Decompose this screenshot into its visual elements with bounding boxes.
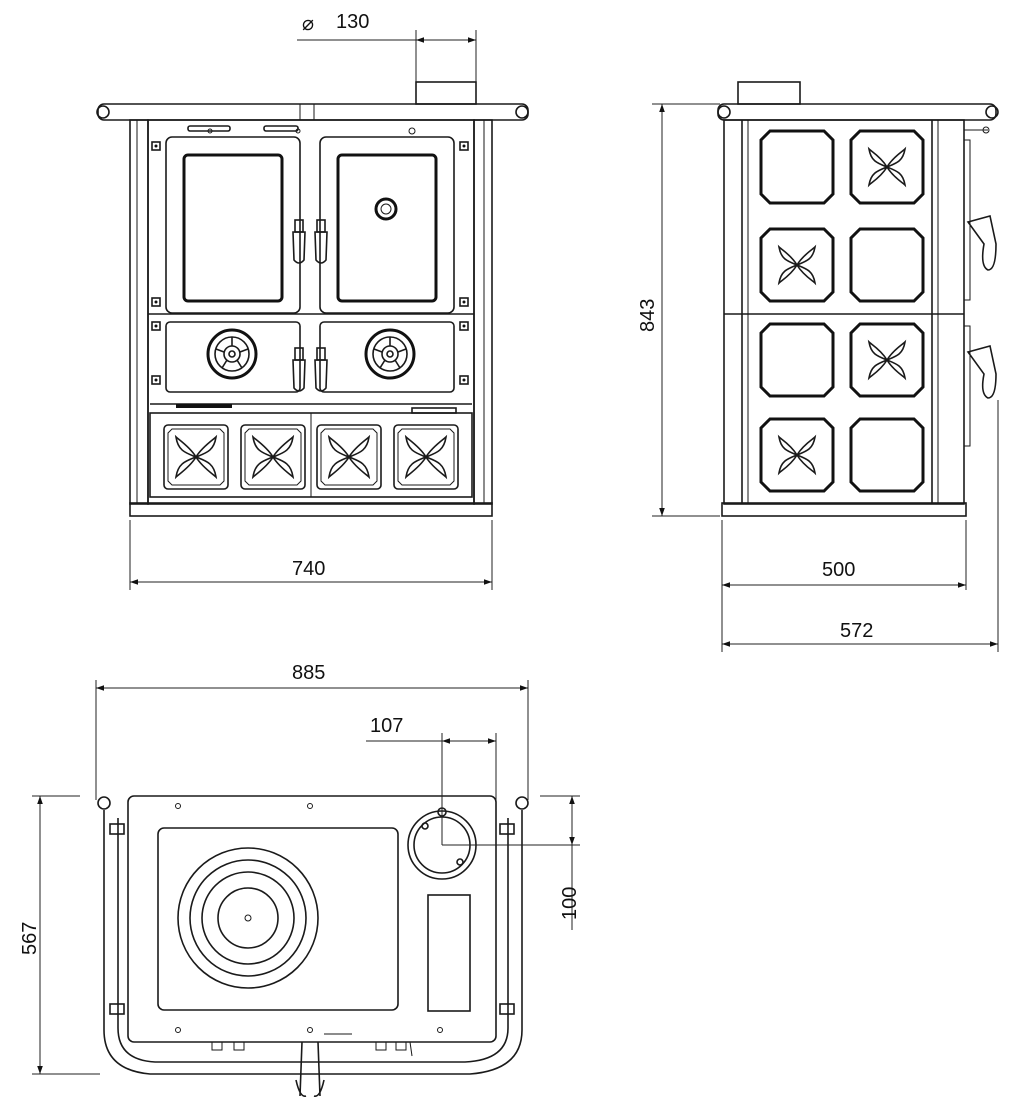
top-view [97,795,529,1097]
hob-ring-icon [177,847,319,989]
front-top-plate [97,103,529,121]
top-depth-label: 567 [19,922,41,955]
flue-offset-x-dimension: 107 [366,715,497,845]
thermometer-icon [374,197,398,221]
top-depth-dimension: 567 [19,795,100,1075]
side-body [723,119,965,505]
side-depth-body-label: 500 [822,559,855,581]
height-label: 843 [637,299,659,332]
flue-offset-y-dimension: 100 [442,795,581,930]
top-plate [127,795,497,1043]
side-flue-pipe [737,81,801,105]
front-width-dimension: 740 [129,520,493,590]
front-flue-pipe [415,81,477,105]
top-width-dimension: 885 [95,662,529,800]
front-view [96,81,529,517]
side-depth-total-label: 572 [840,620,873,642]
front-left-upper-door [165,136,301,314]
flue-diameter-dimension: ⌀ 130 [297,11,477,82]
reservoir-lid [427,894,471,1012]
side-depth-dimensions: 500 572 [721,400,999,652]
height-dimension: 843 [637,103,720,517]
flue-diameter-label: 130 [336,11,369,33]
side-view [717,81,999,517]
diameter-symbol: ⌀ [302,11,314,35]
right-air-knob-icon [364,328,416,380]
front-width-label: 740 [292,558,325,580]
cooking-plate [157,827,399,1011]
front-right-upper-door [319,136,455,314]
flue-offset-x-label: 107 [370,715,403,737]
top-width-label: 885 [292,662,325,684]
side-upper-handle-icon [966,215,997,271]
left-air-knob-icon [206,328,258,380]
side-lower-handle-icon [966,345,997,399]
flue-offset-y-label: 100 [559,887,581,920]
